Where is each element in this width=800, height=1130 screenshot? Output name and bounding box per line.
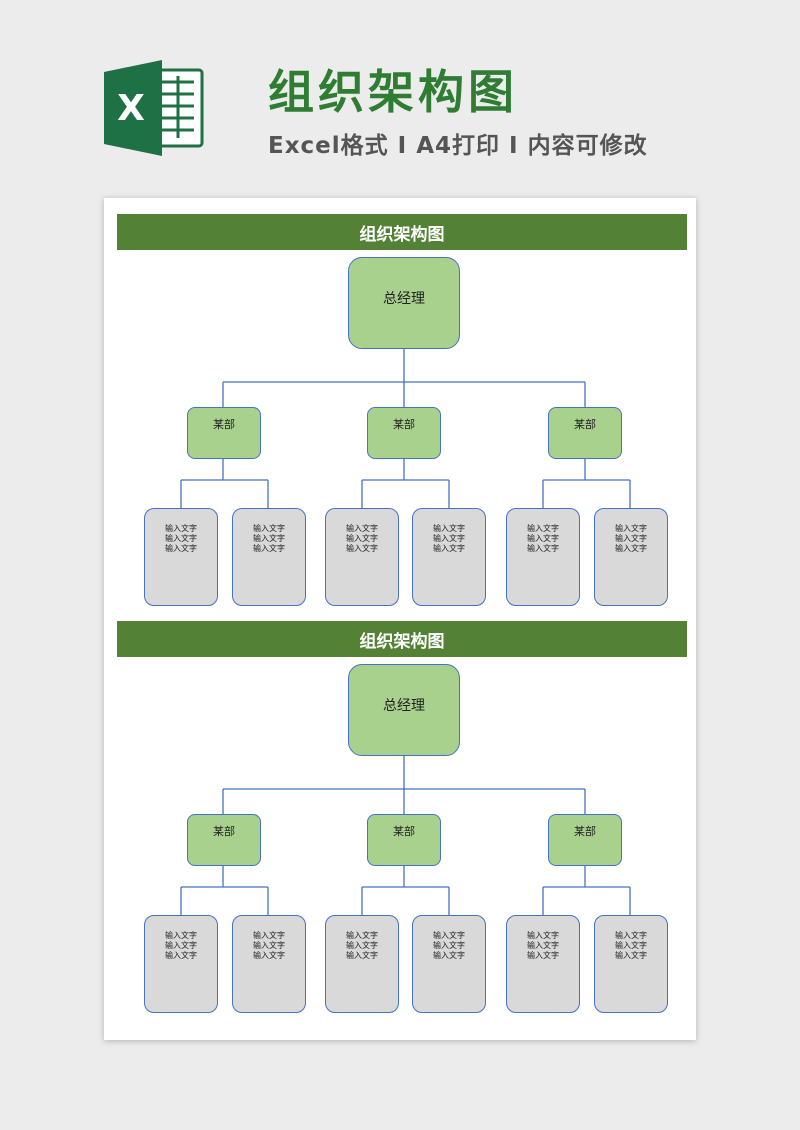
staff-node: 输入文字 输入文字 输入文字 [506, 508, 580, 606]
staff-node: 输入文字 输入文字 输入文字 [144, 915, 218, 1013]
page-title: 组织架构图 [268, 65, 518, 119]
staff-line: 输入文字 [253, 941, 285, 950]
staff-line: 输入文字 [253, 931, 285, 940]
staff-line: 输入文字 [527, 931, 559, 940]
staff-line: 输入文字 [433, 951, 465, 960]
chart-title-bar: 组织架构图 [117, 214, 687, 250]
staff-line: 输入文字 [346, 941, 378, 950]
staff-line: 输入文字 [433, 534, 465, 543]
staff-line: 输入文字 [527, 941, 559, 950]
staff-node: 输入文字 输入文字 输入文字 [232, 915, 306, 1013]
staff-line: 输入文字 [346, 524, 378, 533]
department-node: 某部 [367, 814, 441, 866]
excel-icon: X [104, 60, 204, 156]
department-node: 某部 [187, 407, 261, 459]
staff-line: 输入文字 [433, 931, 465, 940]
staff-line: 输入文字 [253, 544, 285, 553]
org-chart: 组织架构图 总经理 某部 [117, 621, 687, 1016]
staff-node: 输入文字 输入文字 输入文字 [232, 508, 306, 606]
staff-line: 输入文字 [433, 941, 465, 950]
staff-line: 输入文字 [615, 931, 647, 940]
staff-line: 输入文字 [433, 544, 465, 553]
staff-line: 输入文字 [165, 941, 197, 950]
staff-node: 输入文字 输入文字 输入文字 [506, 915, 580, 1013]
department-node: 某部 [548, 407, 622, 459]
page-subtitle: Excel格式 I A4打印 I 内容可修改 [268, 133, 648, 159]
staff-line: 输入文字 [346, 544, 378, 553]
staff-line: 输入文字 [165, 524, 197, 533]
chart-title-bar: 组织架构图 [117, 621, 687, 657]
staff-line: 输入文字 [346, 931, 378, 940]
staff-node: 输入文字 输入文字 输入文字 [594, 508, 668, 606]
staff-node: 输入文字 输入文字 输入文字 [412, 915, 486, 1013]
staff-line: 输入文字 [615, 941, 647, 950]
staff-line: 输入文字 [253, 524, 285, 533]
department-node: 某部 [367, 407, 441, 459]
manager-node: 总经理 [348, 257, 460, 349]
staff-line: 输入文字 [615, 524, 647, 533]
staff-node: 输入文字 输入文字 输入文字 [594, 915, 668, 1013]
staff-line: 输入文字 [346, 951, 378, 960]
department-node: 某部 [187, 814, 261, 866]
staff-node: 输入文字 输入文字 输入文字 [325, 915, 399, 1013]
staff-line: 输入文字 [165, 534, 197, 543]
staff-line: 输入文字 [165, 951, 197, 960]
document-sheet: 组织架构图 总经理 某部 [104, 198, 696, 1040]
manager-node: 总经理 [348, 664, 460, 756]
connector-lines [180, 756, 631, 915]
staff-line: 输入文字 [527, 524, 559, 533]
org-chart: 组织架构图 总经理 某部 [117, 214, 687, 609]
staff-node: 输入文字 输入文字 输入文字 [325, 508, 399, 606]
logo-letter: X [117, 88, 145, 129]
staff-node: 输入文字 输入文字 输入文字 [412, 508, 486, 606]
staff-node: 输入文字 输入文字 输入文字 [144, 508, 218, 606]
staff-line: 输入文字 [165, 931, 197, 940]
page-header: X 组织架构图 Excel格式 I A4打印 I 内容可修改 [0, 0, 800, 190]
staff-line: 输入文字 [527, 951, 559, 960]
staff-line: 输入文字 [615, 951, 647, 960]
staff-line: 输入文字 [527, 544, 559, 553]
staff-line: 输入文字 [253, 951, 285, 960]
connector-lines [180, 349, 631, 508]
staff-line: 输入文字 [253, 534, 285, 543]
staff-line: 输入文字 [346, 534, 378, 543]
staff-line: 输入文字 [433, 524, 465, 533]
staff-line: 输入文字 [165, 544, 197, 553]
staff-line: 输入文字 [615, 534, 647, 543]
staff-line: 输入文字 [615, 544, 647, 553]
department-node: 某部 [548, 814, 622, 866]
staff-line: 输入文字 [527, 534, 559, 543]
